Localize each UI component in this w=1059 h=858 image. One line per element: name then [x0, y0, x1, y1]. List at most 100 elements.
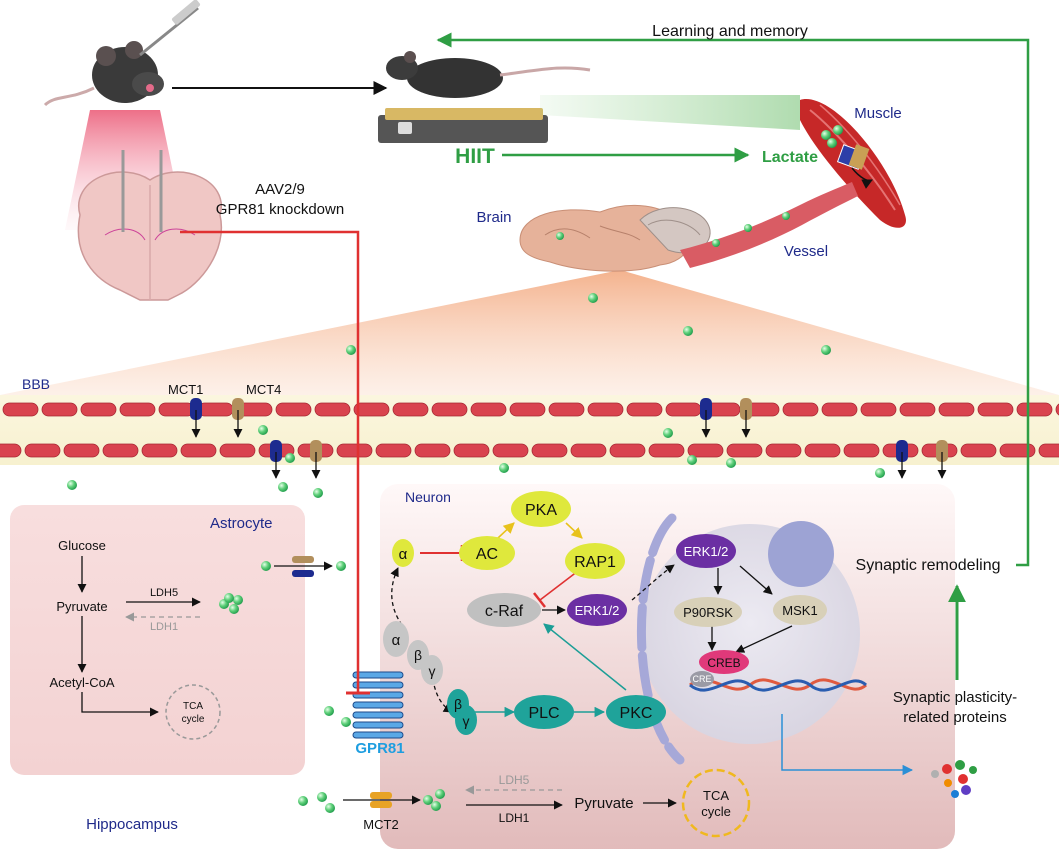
- astro-tca-line1: TCA: [183, 701, 203, 712]
- mct-transporters: [190, 398, 948, 462]
- endothelial-cell: [626, 402, 663, 417]
- learning-memory-label: Learning and memory: [652, 23, 808, 40]
- endothelial-cell: [977, 402, 1014, 417]
- mct4-label: MCT4: [246, 382, 281, 397]
- bbb-cell-row-bottom: [0, 443, 1059, 458]
- g-alpha-label: α: [399, 546, 408, 563]
- hiit-label: HIIT: [455, 145, 495, 168]
- dna-illustration: [689, 678, 868, 692]
- endothelial-cell: [1038, 443, 1059, 458]
- endothelial-cell: [63, 443, 100, 458]
- endothelial-cell: [960, 443, 997, 458]
- neuron-ldh5-label: LDH5: [499, 773, 530, 787]
- endothelial-cell: [548, 402, 585, 417]
- aav-label-line2: GPR81 knockdown: [216, 201, 344, 218]
- mouse-injection-illustration: [43, 0, 201, 230]
- endothelial-cell: [938, 402, 975, 417]
- neuron-ldh1-label: LDH1: [499, 811, 530, 825]
- astro-ldh1: LDH1: [150, 621, 178, 633]
- astro-acetyl-coa: Acetyl-CoA: [49, 675, 114, 690]
- neuron-title: Neuron: [405, 489, 451, 505]
- astro-glucose: Glucose: [58, 538, 106, 553]
- astrocyte-arrows: [77, 556, 333, 740]
- cre-label: CRE: [692, 674, 711, 684]
- plasticity-label-line2: related proteins: [903, 709, 1006, 726]
- endothelial-cell: [509, 402, 546, 417]
- endothelial-cell: [899, 402, 936, 417]
- endothelial-cell: [665, 402, 702, 417]
- endothelial-cell: [860, 402, 897, 417]
- pka-label: PKA: [525, 502, 557, 519]
- endothelial-cell: [2, 402, 39, 417]
- ac-label: AC: [476, 546, 498, 563]
- endothelial-cell: [821, 402, 858, 417]
- endothelial-cell: [141, 443, 178, 458]
- synaptic-remodeling-label: Synaptic remodeling: [856, 557, 1001, 574]
- astrocyte-region: [10, 505, 305, 775]
- aav-label-line1: AAV2/9: [255, 181, 305, 198]
- membrane-alpha-label: α: [392, 632, 401, 649]
- endothelial-cell: [392, 402, 429, 417]
- brain-slice-illustration: [77, 150, 223, 301]
- craf-label: c-Raf: [485, 603, 524, 620]
- vessel-label: Vessel: [784, 243, 828, 260]
- endothelial-cell: [726, 443, 763, 458]
- plc-label: PLC: [528, 705, 559, 722]
- endothelial-cell: [219, 443, 256, 458]
- erk-nuc-label: ERK1/2: [684, 544, 729, 559]
- endothelial-cell: [609, 443, 646, 458]
- msk1-label: MSK1: [782, 603, 817, 618]
- neuron-nodes: [383, 491, 827, 735]
- astro-tca-line2: cycle: [182, 714, 205, 725]
- membrane-beta-label: β: [414, 647, 422, 663]
- erk-cyto-label: ERK1/2: [575, 603, 620, 618]
- free-gamma-label: γ: [463, 713, 470, 729]
- neuron-metabolism-arrows: [343, 768, 751, 838]
- endothelial-cell: [275, 402, 312, 417]
- mct2-label: MCT2: [363, 817, 398, 832]
- gpr81-receptor: [352, 671, 404, 739]
- endothelial-cell: [336, 443, 373, 458]
- hippocampus-label: Hippocampus: [86, 816, 178, 833]
- endothelial-cell: [0, 443, 22, 458]
- endothelial-cell: [102, 443, 139, 458]
- neuron-tca-line2: cycle: [701, 804, 731, 819]
- bbb-transport-arrows: [191, 410, 947, 479]
- gpr81-label: GPR81: [355, 740, 404, 757]
- rap1-label: RAP1: [574, 554, 616, 571]
- bbb-cell-row-top: [2, 402, 1059, 417]
- free-beta-label: β: [454, 696, 462, 712]
- neuron-pyruvate-label: Pyruvate: [574, 795, 633, 812]
- brain-label: Brain: [476, 209, 511, 226]
- endothelial-cell: [804, 443, 841, 458]
- mct1-label: MCT1: [168, 382, 203, 397]
- lactate-dots: [67, 125, 885, 813]
- endothelial-cell: [80, 402, 117, 417]
- endothelial-cell: [453, 443, 490, 458]
- pkc-label: PKC: [620, 705, 653, 722]
- endothelial-cell: [492, 443, 529, 458]
- endothelial-cell: [180, 443, 217, 458]
- astro-pyruvate: Pyruvate: [56, 599, 107, 614]
- endothelial-cell: [999, 443, 1036, 458]
- endothelial-cell: [765, 443, 802, 458]
- astrocyte-title: Astrocyte: [210, 515, 273, 532]
- lactate-label: Lactate: [762, 149, 818, 166]
- endothelial-cell: [119, 402, 156, 417]
- mct2-transporter: [370, 792, 392, 808]
- endothelial-cell: [353, 402, 390, 417]
- endothelial-cell: [314, 402, 351, 417]
- neuron-signaling-arrows: [390, 522, 914, 776]
- membrane-gamma-label: γ: [429, 663, 436, 679]
- endothelial-cell: [587, 402, 624, 417]
- endothelial-cell: [1016, 402, 1053, 417]
- endothelial-cell: [648, 443, 685, 458]
- endothelial-cell: [470, 402, 507, 417]
- endothelial-cell: [570, 443, 607, 458]
- brain-organ-illustration: [519, 182, 858, 272]
- creb-label: CREB: [707, 656, 740, 670]
- muscle-label: Muscle: [854, 105, 902, 122]
- plasticity-label-line1: Synaptic plasticity-: [893, 689, 1017, 706]
